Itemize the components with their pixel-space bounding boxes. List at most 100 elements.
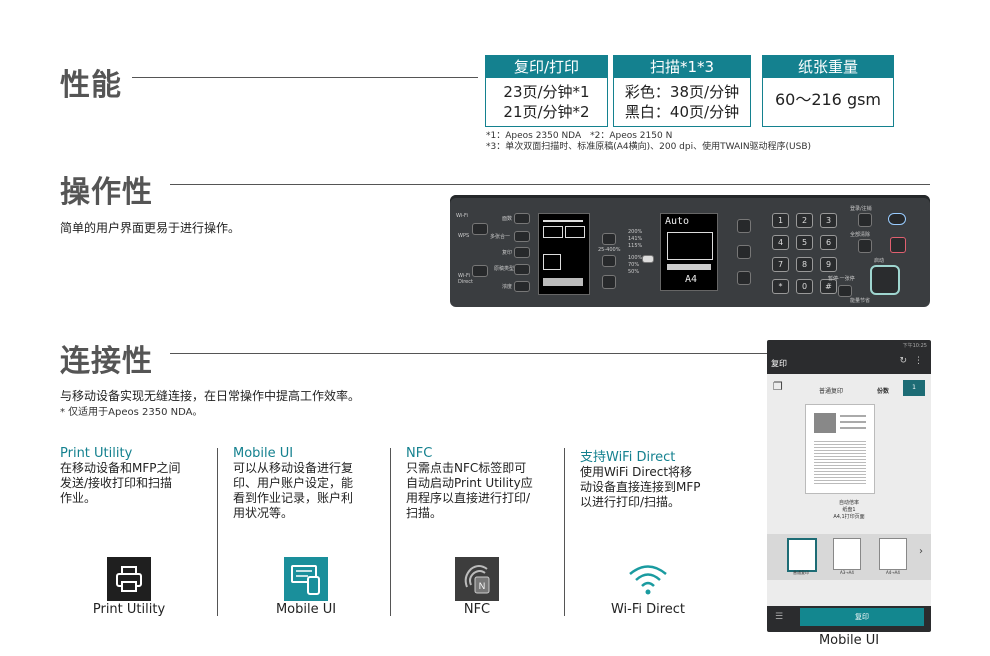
spec-scan: 扫描*1*3 彩色：38页/分钟 黑白：40页/分钟 — [613, 55, 751, 127]
thumbnail[interactable] — [879, 538, 907, 570]
zoom-label: 25-400% — [598, 247, 621, 253]
zoom-label: 115% — [628, 243, 643, 249]
spec-line: 23页/分钟*1 — [503, 83, 590, 101]
section-rule-operability — [170, 184, 930, 185]
keypad-key: 6 — [820, 235, 837, 250]
panel-lcd-right: Auto A4 — [660, 213, 718, 291]
spec-note: *3：单次双面扫描时、标准原稿(A4横向)、200 dpi、使用TWAIN驱动程… — [486, 142, 812, 152]
thumbnail-label: 普通复印 — [793, 570, 809, 575]
zoom-label: 100% — [628, 255, 643, 261]
keypad-key: 7 — [772, 257, 789, 272]
spec-line: 21页/分钟*2 — [503, 103, 590, 121]
mobile-ui-screenshot: 下午10:25 复印 ↻ ⋮ ❐ 普通复印 份数 1 自动倍率 纸盘1 A4,1… — [767, 340, 931, 632]
feature-title: Print Utility — [60, 446, 133, 461]
phone-app-title: 复印 — [771, 359, 787, 368]
more-menu-icon: ⋮ — [914, 356, 923, 366]
section-title-connectivity: 连接性 — [60, 344, 153, 379]
column-divider — [564, 448, 565, 616]
column-divider — [217, 448, 218, 616]
feature-print-utility: Print Utility 在移动设备和MFP之间 发送/接收打印和扫描 作业。 — [60, 446, 210, 506]
svg-text:N: N — [479, 581, 486, 591]
phone-status-time: 下午10:25 — [902, 343, 927, 349]
feature-desc-line: 作业。 — [60, 491, 97, 505]
operability-desc: 简单的用户界面更易于进行操作。 — [60, 221, 241, 235]
feature-desc-line: 只需点击NFC标签即可 — [406, 461, 527, 475]
feature-desc-line: 可以从移动设备进行复 — [233, 461, 354, 475]
chevron-right-icon[interactable]: › — [919, 546, 923, 557]
preview-caption: 自动倍率 纸盘1 A4,1打印页面 — [767, 500, 931, 521]
keypad-key: 3 — [820, 213, 837, 228]
settings-icon: ↻ — [899, 356, 907, 366]
wifi-icon — [626, 557, 670, 601]
thumbnail-strip[interactable]: 普通复印 A3→A4 A4→A4 › — [767, 534, 931, 580]
thumbnail-label: A3→A4 — [840, 570, 854, 575]
zoom-label: 200% — [628, 229, 643, 235]
section-title-performance: 性能 — [60, 68, 122, 103]
panel-menu-button — [514, 281, 530, 292]
keypad-key: 4 — [772, 235, 789, 250]
panel-menu-button — [514, 264, 530, 275]
keypad-key: # — [820, 279, 837, 294]
lcd-paper-size: A4 — [685, 274, 698, 285]
connectivity-note: * 仅适用于Apeos 2350 NDA。 — [60, 407, 203, 418]
keypad-key: 1 — [772, 213, 789, 228]
zoom-label: 141% — [628, 236, 643, 242]
feature-desc-line: 用状况等。 — [233, 506, 294, 520]
panel-arrow-up — [602, 233, 616, 245]
spec-head: 扫描*1*3 — [614, 56, 750, 78]
panel-label: WPS — [458, 233, 470, 239]
start-button — [870, 265, 900, 295]
panel-menu-label: 复印 — [502, 250, 513, 256]
panel-right-label: 启动 — [874, 258, 885, 264]
panel-side-button — [737, 219, 751, 233]
feature-desc-line: 发送/接收打印和扫描 — [60, 476, 173, 490]
keypad-key: 8 — [796, 257, 813, 272]
panel-side-button — [737, 245, 751, 259]
preview-caption-line: A4,1打印页面 — [833, 514, 865, 520]
feature-desc-line: 自动启动Print Utility应 — [406, 476, 533, 490]
feature-desc-line: 用程序以直接进行打印/ — [406, 491, 531, 505]
wifi-direct-button — [472, 265, 488, 277]
clear-all-button — [858, 239, 872, 253]
spec-head: 复印/打印 — [486, 56, 607, 78]
preview-caption-line: 纸盘1 — [842, 507, 856, 513]
zoom-label: 70% — [628, 262, 640, 268]
keypad-key: * — [772, 279, 789, 294]
spec-line: 黑白：40页/分钟 — [624, 103, 740, 121]
spec-line: 60～216 gsm — [774, 90, 882, 109]
phone-content: ❐ 普通复印 份数 1 自动倍率 纸盘1 A4,1打印页面 普通复印 A3→A4… — [767, 374, 931, 606]
thumbnail[interactable] — [787, 538, 817, 572]
spec-note: *1：Apeos 2350 NDA *2：Apeos 2150 N — [486, 131, 673, 141]
connectivity-desc: 与移动设备实现无缝连接，在日常操作中提高工作效率。 — [60, 389, 361, 403]
thumbnail-label: A4→A4 — [886, 570, 900, 575]
feature-wifi-direct: 支持WiFi Direct 使用WiFi Direct将移 动设备直接连接到MF… — [580, 446, 730, 510]
feature-caption: Mobile UI — [275, 602, 337, 617]
feature-caption: Wi-Fi Direct — [610, 602, 686, 617]
zoom-indicator — [642, 255, 654, 263]
feature-desc-line: 扫描。 — [406, 506, 443, 520]
copy-mode-label: 普通复印 — [819, 388, 844, 395]
panel-label: Wi-Fi Direct — [458, 273, 473, 285]
feature-title: NFC — [406, 446, 433, 461]
nfc-icon: N — [455, 557, 499, 601]
keypad-key: 9 — [820, 257, 837, 272]
column-divider — [390, 448, 391, 616]
panel-label: Wi-Fi — [456, 213, 468, 219]
list-menu-icon[interactable]: ☰ — [775, 612, 784, 622]
feature-desc-line: 看到作业记录，账户利 — [233, 491, 354, 505]
copies-value: 1 — [903, 380, 925, 396]
mobile-ui-icon — [284, 557, 328, 601]
section-rule-performance — [132, 77, 478, 78]
copy-button[interactable]: 复印 — [800, 608, 924, 626]
panel-ok-button — [602, 275, 616, 289]
zoom-label: 50% — [628, 269, 640, 275]
feature-title: Mobile UI — [233, 446, 294, 461]
feature-desc-line: 以进行打印/扫描。 — [580, 495, 681, 509]
spec-copy-print: 复印/打印 23页/分钟*1 21页/分钟*2 — [485, 55, 608, 127]
copy-preview — [805, 404, 875, 494]
lcd-auto: Auto — [665, 216, 690, 227]
energy-save-button — [838, 285, 852, 297]
section-rule-connectivity — [170, 353, 768, 354]
panel-lcd-left — [538, 213, 590, 295]
thumbnail[interactable] — [833, 538, 861, 570]
